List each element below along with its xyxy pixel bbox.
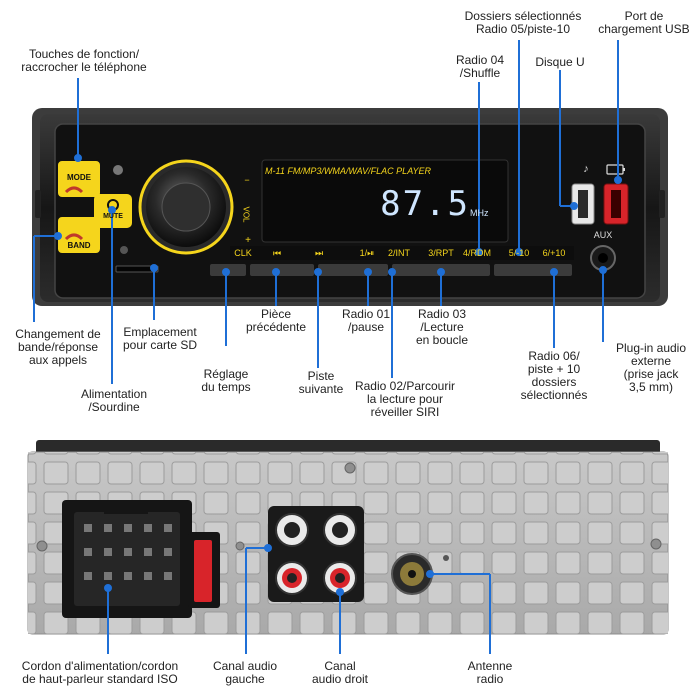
music-note-icon: ♪ <box>583 163 589 175</box>
callout-piste-suivante: Piste suivante <box>298 369 344 396</box>
band-label: BAND <box>67 241 91 250</box>
vol-minus-sign: − <box>244 175 250 185</box>
lcd-display <box>261 159 509 243</box>
callout-radio03: Radio 03 /Lecture en boucle <box>415 307 469 347</box>
callout-canal-gauche: Canal audio gauche <box>212 659 278 686</box>
aux-label: AUX <box>593 230 613 240</box>
key-5-minus10: 5/-10 <box>508 248 530 258</box>
key-prev-track: ⏮ <box>272 248 282 258</box>
answer-phone-icon <box>64 233 84 241</box>
callout-canal-droit: Canal audio droit <box>311 659 369 686</box>
mute-label: MUTE <box>103 213 123 220</box>
key-6-plus10: 6/+10 <box>542 248 566 258</box>
callout-disque-u: Disque U <box>535 55 585 69</box>
callout-antenne: Antenne radio <box>467 659 513 686</box>
hangup-phone-icon <box>64 186 84 194</box>
callout-port-usb: Port de chargement USB <box>598 9 690 36</box>
mic-hole-icon <box>120 246 128 254</box>
callout-radio01: Radio 01 /pause <box>341 307 391 334</box>
frequency-unit: MHz <box>470 208 489 218</box>
callout-radio04: Radio 04 /Shuffle <box>455 53 505 80</box>
vol-label: VOL <box>241 206 251 223</box>
mode-label: MODE <box>67 173 91 182</box>
callout-piece-precedente: Pièce précédente <box>245 307 307 334</box>
callout-plugin-audio: Plug-in audio externe (prise jack 3,5 mm… <box>615 341 687 394</box>
sd-card-slot <box>115 265 159 273</box>
key-clk: CLK <box>234 248 252 258</box>
callout-cordon: Cordon d'alimentation/cordon de haut-par… <box>21 659 179 686</box>
key-1-pause: 1/⏯ <box>359 248 375 258</box>
model-text: M-11 FM/MP3/WMA/WAV/FLAC PLAYER <box>265 166 432 176</box>
callout-dossiers: Dossiers sélectionnés Radio 05/piste-10 <box>464 9 582 36</box>
callout-radio02: Radio 02/Parcourir la lecture pour révei… <box>354 379 456 419</box>
key-4-rdm: 4/RDM <box>462 248 491 258</box>
back-unit <box>27 440 669 635</box>
key-next-track: ⏭ <box>314 248 324 258</box>
callout-emplacement-sd: Emplacement pour carte SD <box>122 325 198 352</box>
vol-plus-sign: + <box>245 235 251 246</box>
callout-alimentation: Alimentation /Sourdine <box>80 387 148 414</box>
rca-jacks <box>268 506 364 602</box>
callout-reglage-temps: Réglage du temps <box>201 367 251 394</box>
callout-touches-fonction: Touches de fonction/ raccrocher le télép… <box>21 47 147 74</box>
callout-radio06: Radio 06/ piste + 10 dossiers sélectionn… <box>520 349 588 402</box>
callout-changement-bande: Changement de bande/réponse aux appels <box>15 327 101 367</box>
callout-lines <box>33 40 622 654</box>
frequency-readout: 87.5 <box>380 184 470 224</box>
key-2-int: 2/INT <box>387 248 410 258</box>
settings-gear-icon <box>113 165 123 175</box>
key-3-rpt: 3/RPT <box>428 248 454 258</box>
